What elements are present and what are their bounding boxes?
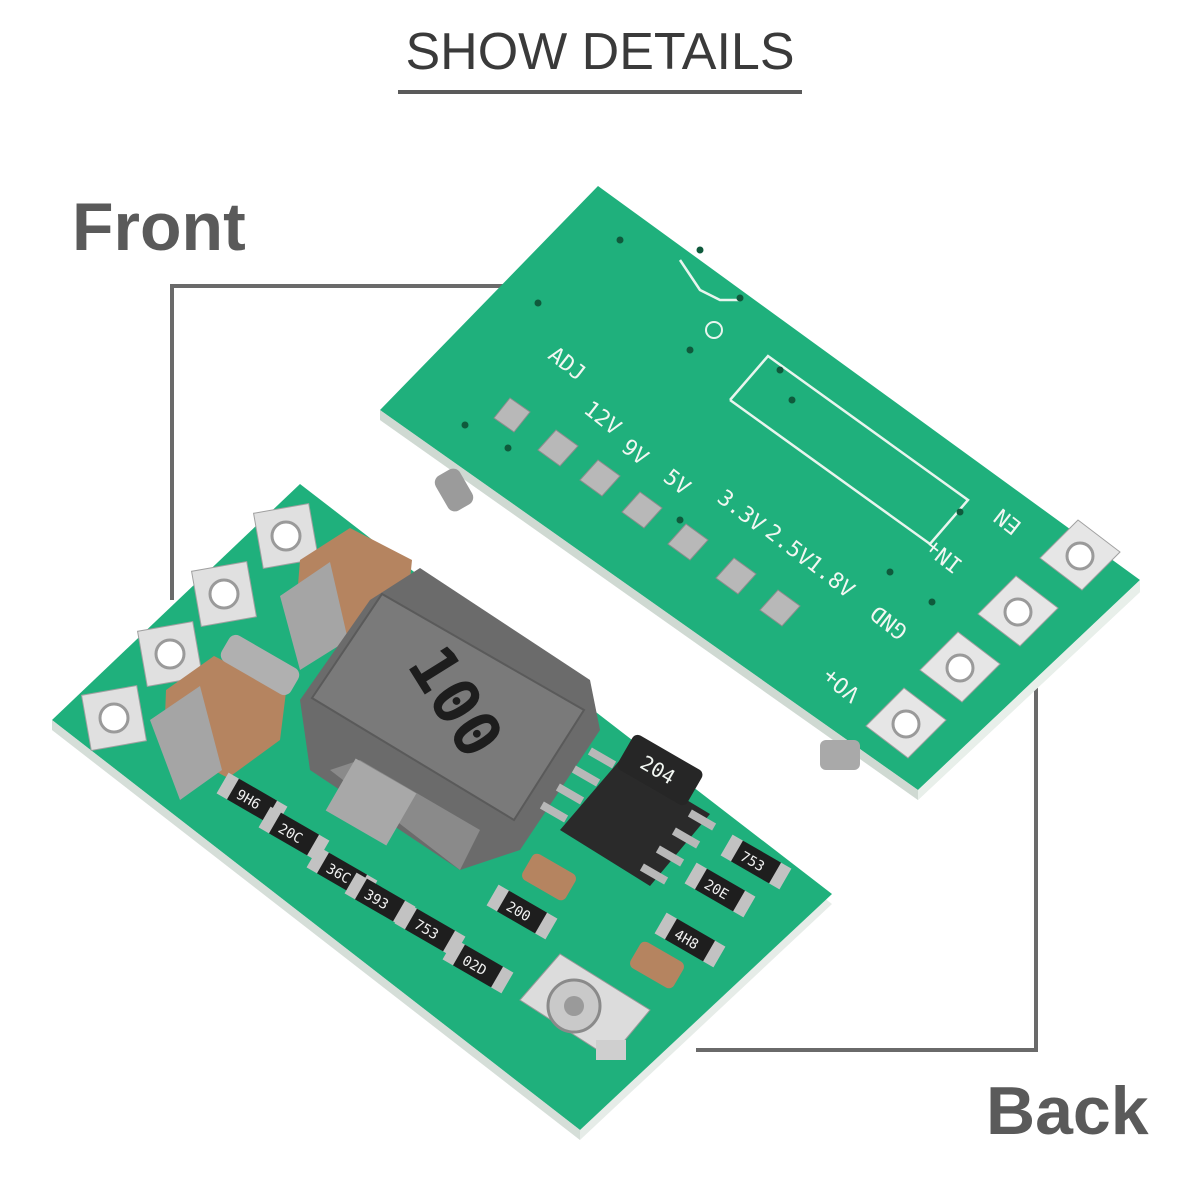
back-callout-line xyxy=(696,688,1038,1052)
smd-resistor: 753 xyxy=(394,902,466,958)
back-board: ADJ 12V 9V 5V 3.3V 2.5V 1.8V EN IN+ GND xyxy=(380,186,1140,800)
page-title: SHOW DETAILS xyxy=(405,23,795,81)
back-label: Back xyxy=(986,1073,1149,1149)
front-label: Front xyxy=(72,189,246,265)
smd-resistor: 200 xyxy=(486,884,558,940)
front-callout-line xyxy=(170,284,510,600)
title-underline xyxy=(398,90,802,94)
smd-resistor: 02D xyxy=(442,938,514,994)
